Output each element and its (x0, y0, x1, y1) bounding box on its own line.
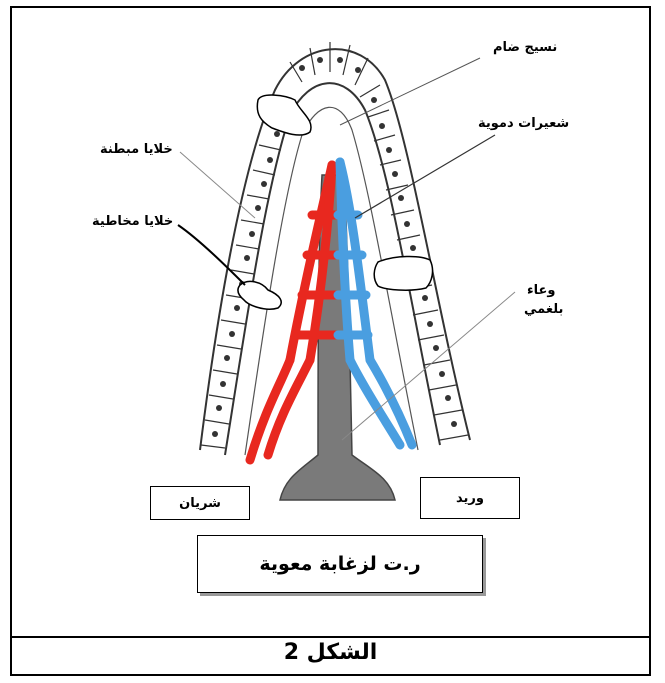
diagram-title: ر.ت لزغابة معوية (259, 553, 420, 575)
leader-lining-cells (180, 152, 255, 218)
label-lymph-vessel-1: وعاء (527, 283, 556, 298)
label-mucous-cells: خلايا مخاطية (92, 214, 173, 229)
label-lining-cells: خلايا مبطنة (100, 142, 173, 157)
label-connective-tissue: نسيج ضام (493, 40, 557, 55)
top-cells (290, 42, 368, 85)
vein-label-box: وريد (420, 477, 520, 519)
vein-label: وريد (456, 491, 484, 506)
artery-label-box: شريان (150, 486, 250, 520)
diagram-title-box: ر.ت لزغابة معوية (197, 535, 483, 593)
caption-divider (10, 636, 651, 638)
blank-shape-top (257, 95, 311, 135)
artery-label: شريان (179, 496, 221, 511)
figure-caption: الشكل 2 (10, 640, 651, 665)
label-capillaries: شعيرات دموية (478, 116, 569, 131)
leader-connective-tissue (340, 58, 480, 125)
leader-capillaries (355, 135, 495, 218)
blank-shape-right (374, 256, 432, 290)
label-lymph-vessel-2: بلغمي (524, 302, 563, 317)
